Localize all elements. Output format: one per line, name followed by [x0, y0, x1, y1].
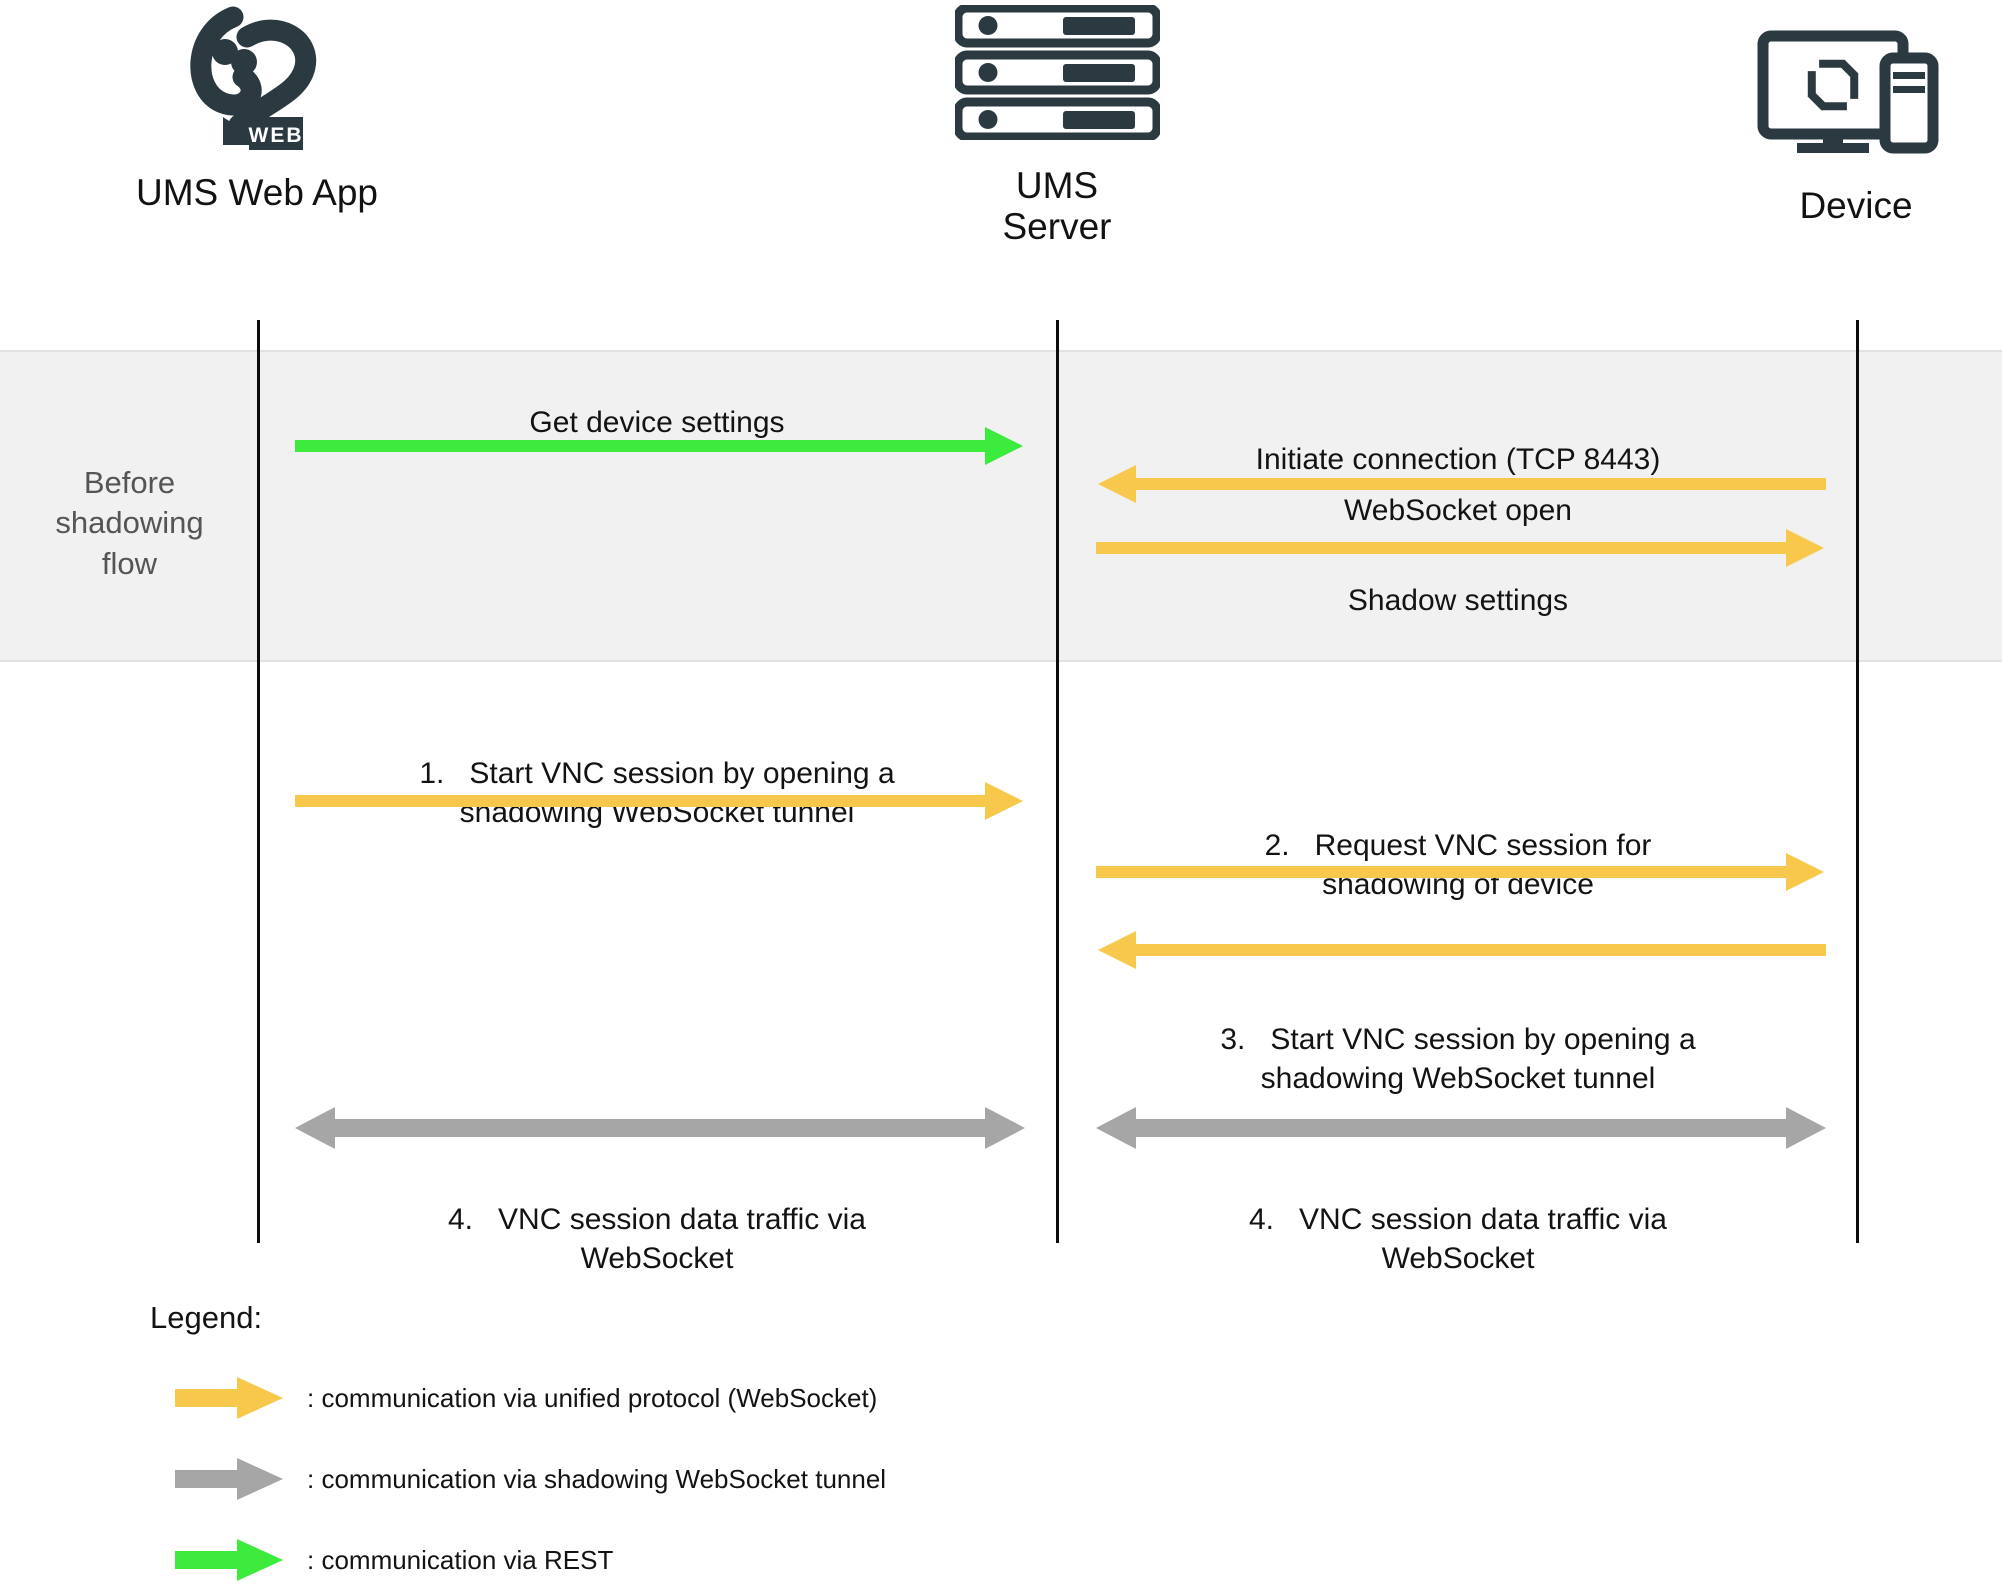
step-number-4-right: 4. — [1249, 1202, 1275, 1236]
step-number-4-left: 4. — [448, 1202, 474, 1236]
actor-label-ums-web-app: UMS Web App — [136, 172, 378, 213]
lifeline-ums-web-app — [257, 320, 260, 1243]
legend-item-rest: : communication via REST — [175, 1537, 613, 1583]
message-label-step-4-left: 4. VNC session data traffic via WebSocke… — [297, 1160, 1017, 1279]
lifeline-ums-server — [1056, 320, 1059, 1243]
ums-web-logo-icon: WEB — [165, 5, 350, 151]
legend-arrow-tunnel-icon — [175, 1458, 283, 1500]
legend-item-tunnel: : communication via shadowing WebSocket … — [175, 1456, 886, 1502]
monitor-device-icon — [1757, 30, 1957, 155]
legend-text-rest: : communication via REST — [307, 1544, 614, 1575]
message-label-step-4-right: 4. VNC session data traffic via WebSocke… — [1098, 1160, 1818, 1279]
step-number-2: 2. — [1264, 828, 1290, 862]
step-number-1: 1. — [419, 756, 445, 790]
arrow-step-4-left — [295, 1107, 1025, 1149]
step-text-3: Start VNC session by opening a shadowing… — [1260, 1022, 1696, 1096]
message-label-step-3: 3. Start VNC session by opening a shadow… — [1098, 980, 1818, 1099]
arrow-get-device-settings — [295, 427, 1023, 465]
band-label: Before shadowing flow — [55, 465, 204, 581]
arrow-step-1 — [295, 782, 1023, 820]
lifeline-device — [1856, 320, 1859, 1243]
server-rack-icon — [953, 3, 1162, 142]
arrow-initiate-connection — [1098, 465, 1826, 503]
svg-text:WEB: WEB — [249, 124, 304, 147]
legend-arrow-rest-icon — [175, 1539, 283, 1581]
before-shadowing-band — [0, 350, 2002, 662]
legend-item-websocket: : communication via unified protocol (We… — [175, 1375, 877, 1421]
message-label-get-device-settings: Get device settings — [529, 406, 785, 439]
legend-title: Legend: — [150, 1300, 263, 1335]
actor-label-device: Device — [1799, 185, 1913, 226]
legend-text-websocket: : communication via unified protocol (We… — [307, 1382, 878, 1413]
message-label-websocket-open: WebSocket open — [1344, 494, 1572, 527]
arrow-step-2 — [1096, 853, 1824, 891]
arrow-websocket-open — [1096, 529, 1824, 567]
message-label-initiate-connection: Initiate connection (TCP 8443) — [1255, 443, 1661, 476]
arrow-step-3 — [1098, 931, 1826, 969]
step-number-3: 3. — [1220, 1022, 1246, 1056]
step-text-4-right: VNC session data traffic via WebSocket — [1299, 1202, 1667, 1276]
step-text-4-left: VNC session data traffic via WebSocket — [498, 1202, 866, 1276]
message-label-shadow-settings: Shadow settings — [1347, 584, 1569, 617]
actor-label-ums-server: UMS Server — [1002, 165, 1112, 248]
legend-arrow-websocket-icon — [175, 1377, 283, 1419]
arrow-step-4-right — [1096, 1107, 1826, 1149]
legend-text-tunnel: : communication via shadowing WebSocket … — [307, 1463, 887, 1494]
